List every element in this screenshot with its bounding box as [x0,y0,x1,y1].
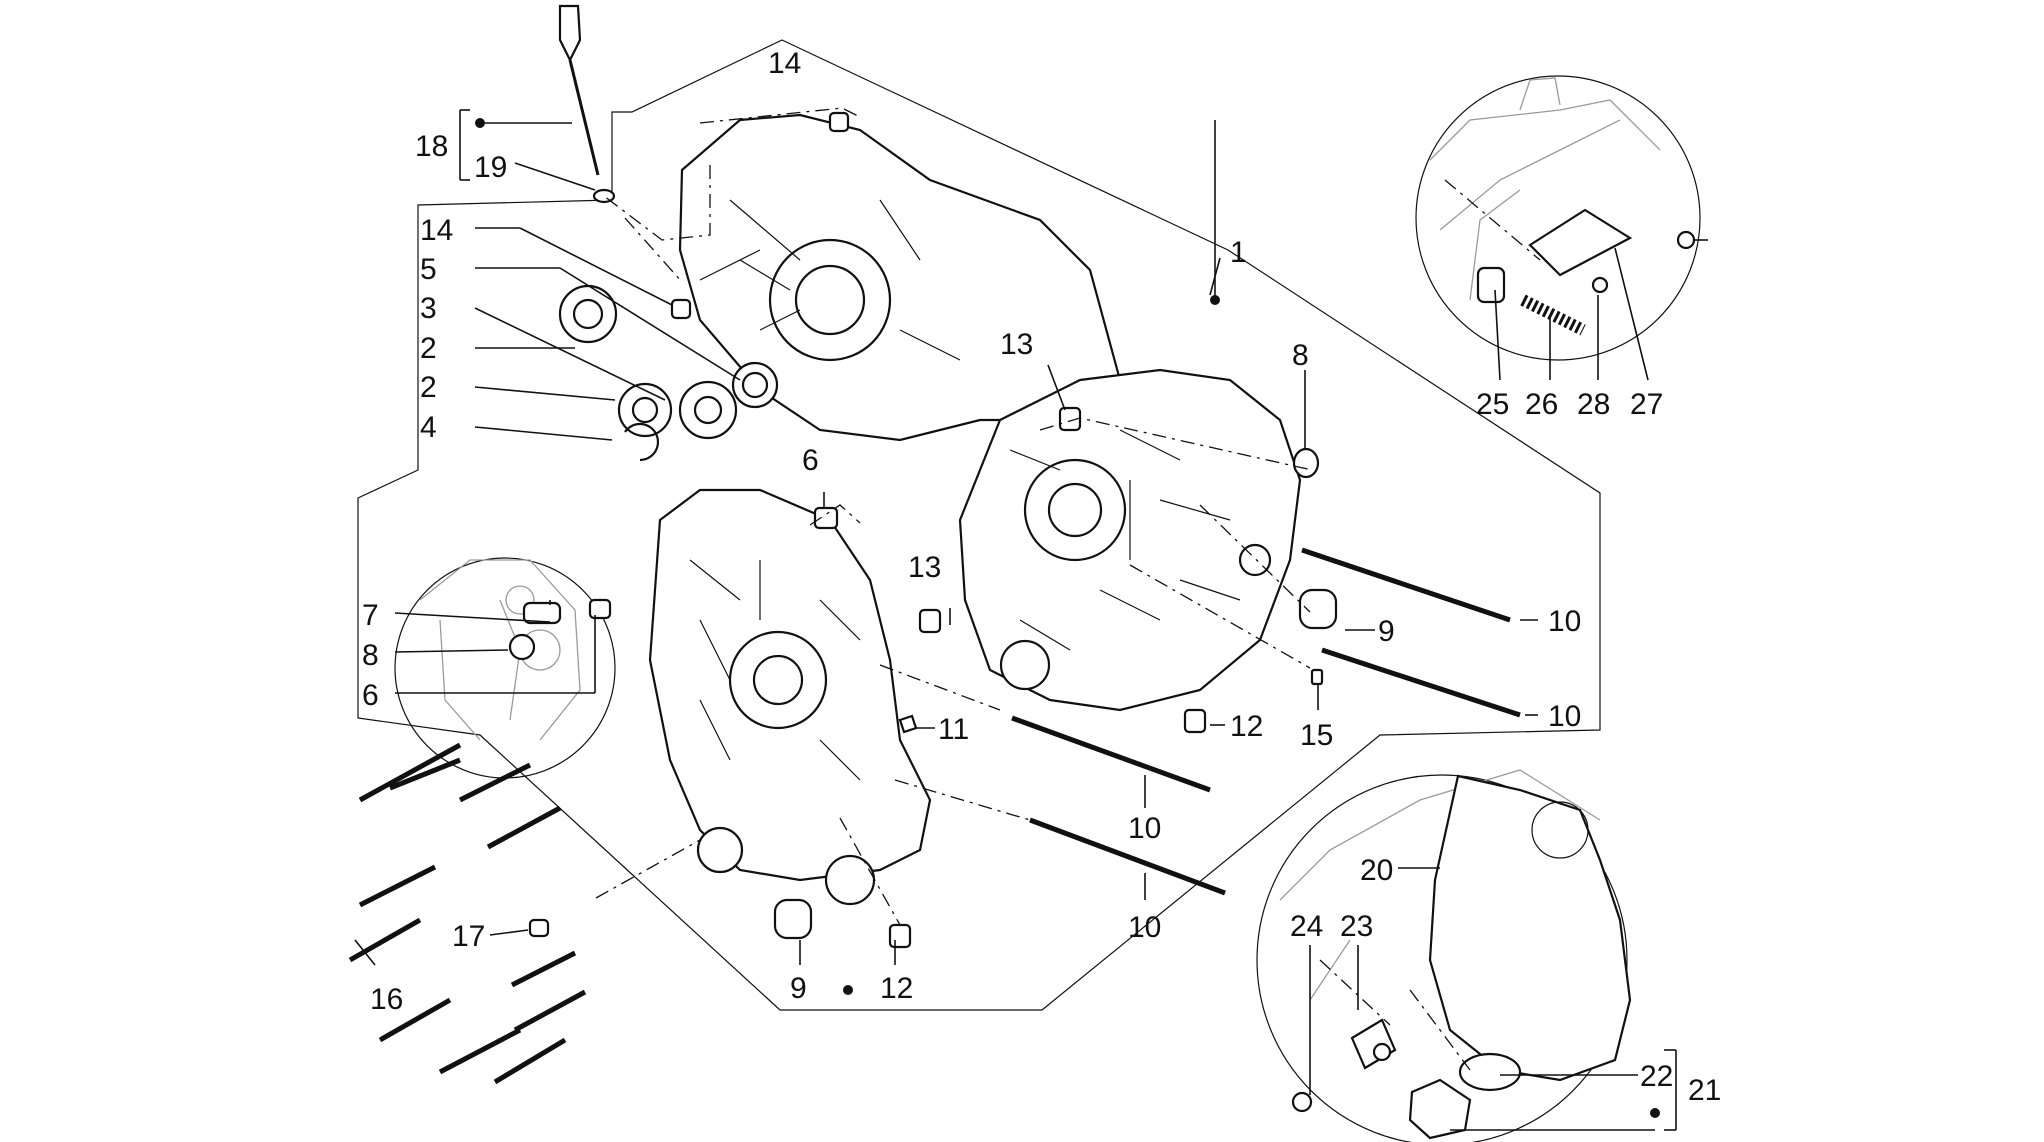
detail-circle-bottom-right [1256,769,1628,1142]
callout-14: 14 [768,47,801,80]
callout-28: 28 [1577,388,1610,421]
callout-16: 16 [370,983,403,1016]
callout-8: 8 [362,639,379,672]
callout-10: 10 [1548,700,1581,733]
callout-23: 23 [1340,910,1373,943]
callout-19: 19 [474,151,507,184]
callout-18: 18 [415,130,448,163]
callout-15: 15 [1300,719,1333,752]
gasket-hole [1531,801,1589,859]
detail-circle-top-right [1415,75,1701,361]
callout-4: 4 [420,411,437,444]
callout-3: 3 [420,292,437,325]
callout-12: 12 [1230,710,1263,743]
callout-12: 12 [880,972,913,1005]
callout-6: 6 [802,444,819,477]
callout-10: 10 [1128,911,1161,944]
assembly-outline [357,39,1601,1011]
callout-25: 25 [1476,388,1509,421]
callout-5: 5 [420,253,437,286]
callout-10: 10 [1128,812,1161,845]
crankcase-half-right [958,368,1302,712]
callout-labels: 1 2 2 3 4 5 6 6 7 8 8 9 9 10 10 10 10 11… [362,47,1721,1107]
crankcase-half-upper [678,113,1122,442]
gasket [1428,774,1632,1082]
callout-9: 9 [1378,615,1395,648]
callout-20: 20 [1360,854,1393,887]
callout-2: 2 [420,371,437,404]
callout-10: 10 [1548,605,1581,638]
callout-6: 6 [362,679,379,712]
callout-9: 9 [790,972,807,1005]
detail-circle-left [394,557,616,779]
callout-2: 2 [420,332,437,365]
callout-13: 13 [1000,328,1033,361]
callout-21: 21 [1688,1074,1721,1107]
callout-27: 27 [1630,388,1663,421]
callout-17: 17 [452,920,485,953]
callout-7: 7 [362,599,379,632]
callout-22: 22 [1640,1060,1673,1093]
callout-26: 26 [1525,388,1558,421]
callout-14: 14 [420,214,453,247]
callout-8: 8 [1292,339,1309,372]
leader-lines [354,109,1708,1131]
callout-13: 13 [908,551,941,584]
callout-24: 24 [1290,910,1323,943]
callout-11: 11 [938,713,969,746]
crankcase-half-left [648,488,932,906]
callout-1: 1 [1230,236,1247,269]
assembly-lines [595,107,1541,1071]
